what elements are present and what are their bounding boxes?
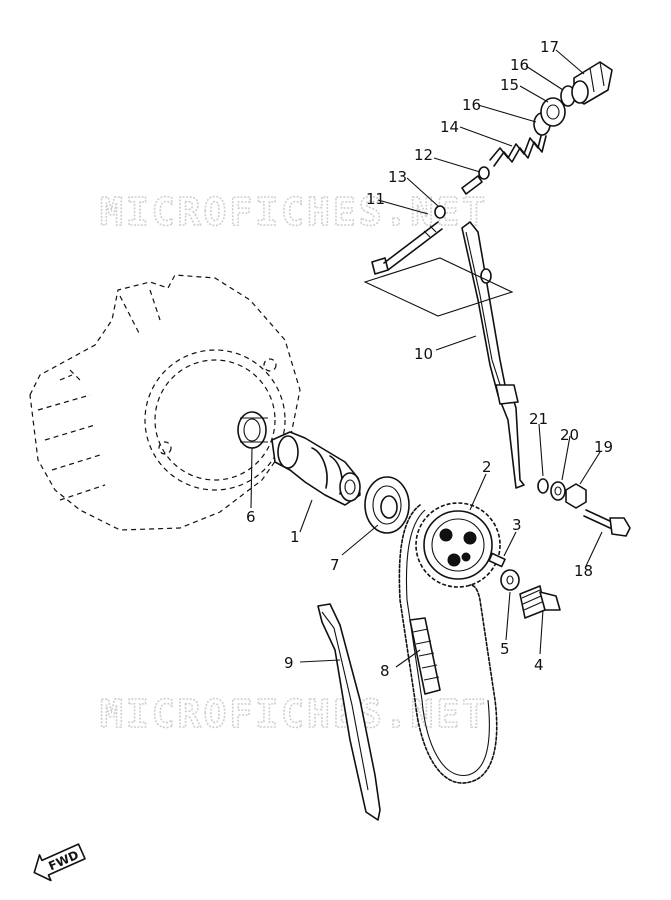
part-13-spring: [434, 205, 446, 219]
part-5-washer: [500, 569, 520, 591]
part-20-washer: [550, 481, 566, 501]
watermark-bottom: MICROFICHES.NET: [100, 692, 488, 736]
part-14-spring: [489, 131, 547, 167]
callout-7: 7: [330, 556, 340, 574]
cam-chain: [398, 504, 498, 784]
callout-9: 9: [284, 654, 294, 672]
part-1-camshaft: [271, 431, 361, 506]
callout-21: 21: [529, 410, 548, 428]
part-19-nut: [565, 483, 587, 509]
part-12-rod: [461, 166, 490, 195]
callout-10: 10: [414, 345, 433, 363]
tensioner-mount-callout-box: [363, 257, 514, 317]
callout-4: 4: [534, 656, 544, 674]
callout-8: 8: [380, 662, 390, 680]
part-3-dowel-pin: [488, 552, 506, 568]
part-17-cap-bolt: [571, 61, 613, 105]
leader-lines: [250, 49, 603, 668]
callout-15: 15: [500, 76, 519, 94]
callout-16-upper: 16: [510, 56, 529, 74]
callout-14: 14: [440, 118, 459, 136]
part-10-tensioner-guide: [461, 221, 525, 489]
part-15-tensioner-body: [540, 97, 566, 127]
part-21-o-ring: [537, 478, 549, 494]
callout-17: 17: [540, 38, 559, 56]
fwd-direction-badge: FWD: [33, 843, 86, 882]
callout-2: 2: [482, 458, 492, 476]
part-2-cam-sprocket: [415, 502, 501, 588]
callout-12: 12: [414, 146, 433, 164]
part-6-bearing: [237, 411, 268, 449]
callout-1: 1: [290, 528, 300, 546]
callout-16-lower: 16: [462, 96, 481, 114]
part-4-bolt: [519, 585, 561, 619]
cylinder-head-outline: [29, 274, 301, 531]
callout-11: 11: [366, 190, 385, 208]
callout-13: 13: [388, 168, 407, 186]
part-11-bolt: [371, 221, 443, 275]
callout-18: 18: [574, 562, 593, 580]
part-9-chain-guide: [317, 603, 381, 821]
part-7-bearing: [364, 476, 410, 534]
callout-19: 19: [594, 438, 613, 456]
callout-20: 20: [560, 426, 579, 444]
part-18-bolt: [583, 509, 631, 537]
callout-3: 3: [512, 516, 522, 534]
part-8-chain-link: [409, 617, 441, 695]
callout-6: 6: [246, 508, 256, 526]
callout-5: 5: [500, 640, 510, 658]
